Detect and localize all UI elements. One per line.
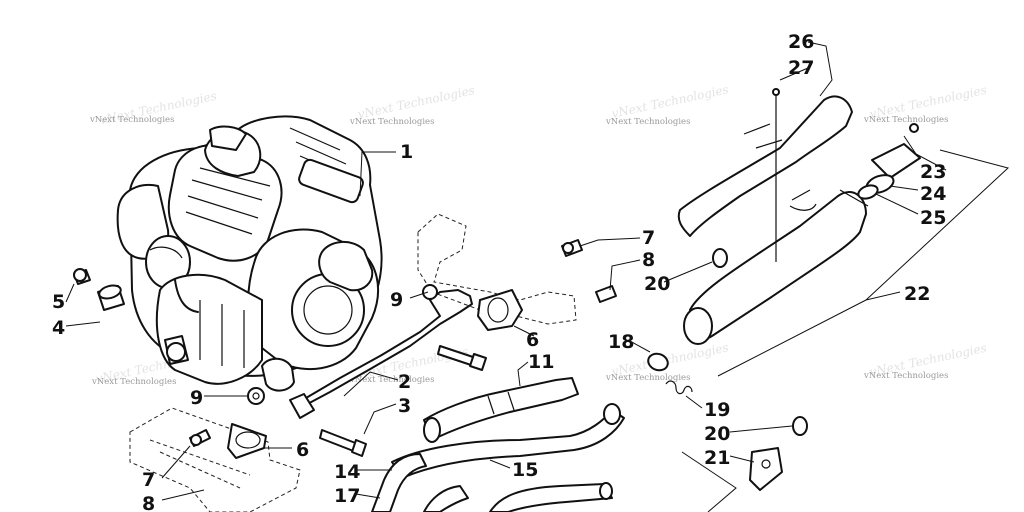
svg-text:vNext Technologies: vNext Technologies xyxy=(91,377,176,387)
callout-8b: 8 xyxy=(142,493,155,512)
callout-7b: 7 xyxy=(142,469,155,491)
callout-18: 18 xyxy=(608,331,634,353)
svg-text:vNext Technologies: vNext Technologies xyxy=(356,83,476,121)
gasket-part-6b xyxy=(227,423,267,459)
heat-shield-bracket-8 xyxy=(129,407,301,512)
watermark-3: vNext Technologies vNext Technologies xyxy=(605,82,730,127)
callout-7a: 7 xyxy=(642,227,655,249)
exhaust-pipe-part-17 xyxy=(423,482,613,512)
muffler-assembly-part-22 xyxy=(683,189,869,345)
callout-6a: 6 xyxy=(526,329,539,351)
spacer-part-4 xyxy=(97,284,125,311)
callout-23: 23 xyxy=(920,161,946,183)
svg-text:vNext Technologies: vNext Technologies xyxy=(605,117,690,127)
grommet-part-20a xyxy=(712,248,728,268)
lower-group-outline xyxy=(681,451,737,512)
hanger-bracket-part-2 xyxy=(289,289,473,419)
spark-arrestor-part-23 xyxy=(871,123,921,179)
bolt-part-7b xyxy=(189,429,211,447)
callout-6b: 6 xyxy=(296,439,309,461)
nut-part-5 xyxy=(73,268,91,285)
watermark-1: vNext Technologies vNext Technologies xyxy=(89,89,218,127)
callout-8a: 8 xyxy=(642,249,655,271)
callout-27: 27 xyxy=(788,57,814,79)
svg-text:vNext Technologies: vNext Technologies xyxy=(349,117,434,127)
callout-1: 1 xyxy=(400,141,413,163)
callout-21: 21 xyxy=(704,447,730,469)
svg-text:vNext Technologies: vNext Technologies xyxy=(349,375,434,385)
watermark-2: vNext Technologies vNext Technologies xyxy=(349,83,476,127)
header-pipe-part-11 xyxy=(423,377,579,443)
watermark-8: vNext Technologies vNext Technologies xyxy=(863,341,988,381)
watermark-4: vNext Technologies vNext Technologies xyxy=(863,83,988,125)
callout-19: 19 xyxy=(704,399,730,421)
callout-4: 4 xyxy=(52,317,65,339)
muffler-group-outline xyxy=(717,149,1010,377)
callout-20a: 20 xyxy=(644,273,670,295)
engine-assembly xyxy=(116,115,383,392)
svg-text:vNext Technologies: vNext Technologies xyxy=(605,373,690,383)
clamp-part-25 xyxy=(857,184,879,200)
callout-14: 14 xyxy=(334,461,360,483)
callout-24: 24 xyxy=(920,183,946,205)
mount-bracket-part-21 xyxy=(749,447,783,491)
exhaust-pipe-part-15 xyxy=(391,403,625,479)
heat-shield-part-26 xyxy=(677,95,853,237)
callout-15: 15 xyxy=(512,459,538,481)
svg-text:vNext Technologies: vNext Technologies xyxy=(863,115,948,125)
callout-2: 2 xyxy=(398,371,411,393)
nut-part-9b xyxy=(247,387,265,405)
mount-bracket-upper xyxy=(417,213,577,325)
callout-11: 11 xyxy=(528,351,554,373)
exhaust-pipe-part-14 xyxy=(371,453,427,512)
callout-20b: 20 xyxy=(704,423,730,445)
gasket-part-18 xyxy=(647,352,669,372)
svg-text:vNext Technologies: vNext Technologies xyxy=(89,115,174,125)
screw-part-27 xyxy=(772,88,780,262)
gasket-part-6a xyxy=(477,289,523,331)
bolt-part-7a xyxy=(561,239,583,257)
callout-22: 22 xyxy=(904,283,930,305)
svg-text:vNext Technologies: vNext Technologies xyxy=(610,82,730,120)
callout-25: 25 xyxy=(920,207,946,229)
svg-text:vNext Technologies: vNext Technologies xyxy=(863,371,948,381)
callout-17: 17 xyxy=(334,485,360,507)
nut-part-9a xyxy=(422,284,438,300)
bolt-part-8a xyxy=(595,285,617,303)
spring-part-19 xyxy=(665,380,693,395)
callout-9b: 9 xyxy=(190,387,203,409)
leader-lines xyxy=(65,41,947,501)
grommet-part-20b xyxy=(792,416,808,436)
callout-5: 5 xyxy=(52,291,65,313)
callout-9a: 9 xyxy=(390,289,403,311)
callout-26: 26 xyxy=(788,31,814,53)
bolt-part-3 xyxy=(319,345,487,457)
callout-3: 3 xyxy=(398,395,411,417)
